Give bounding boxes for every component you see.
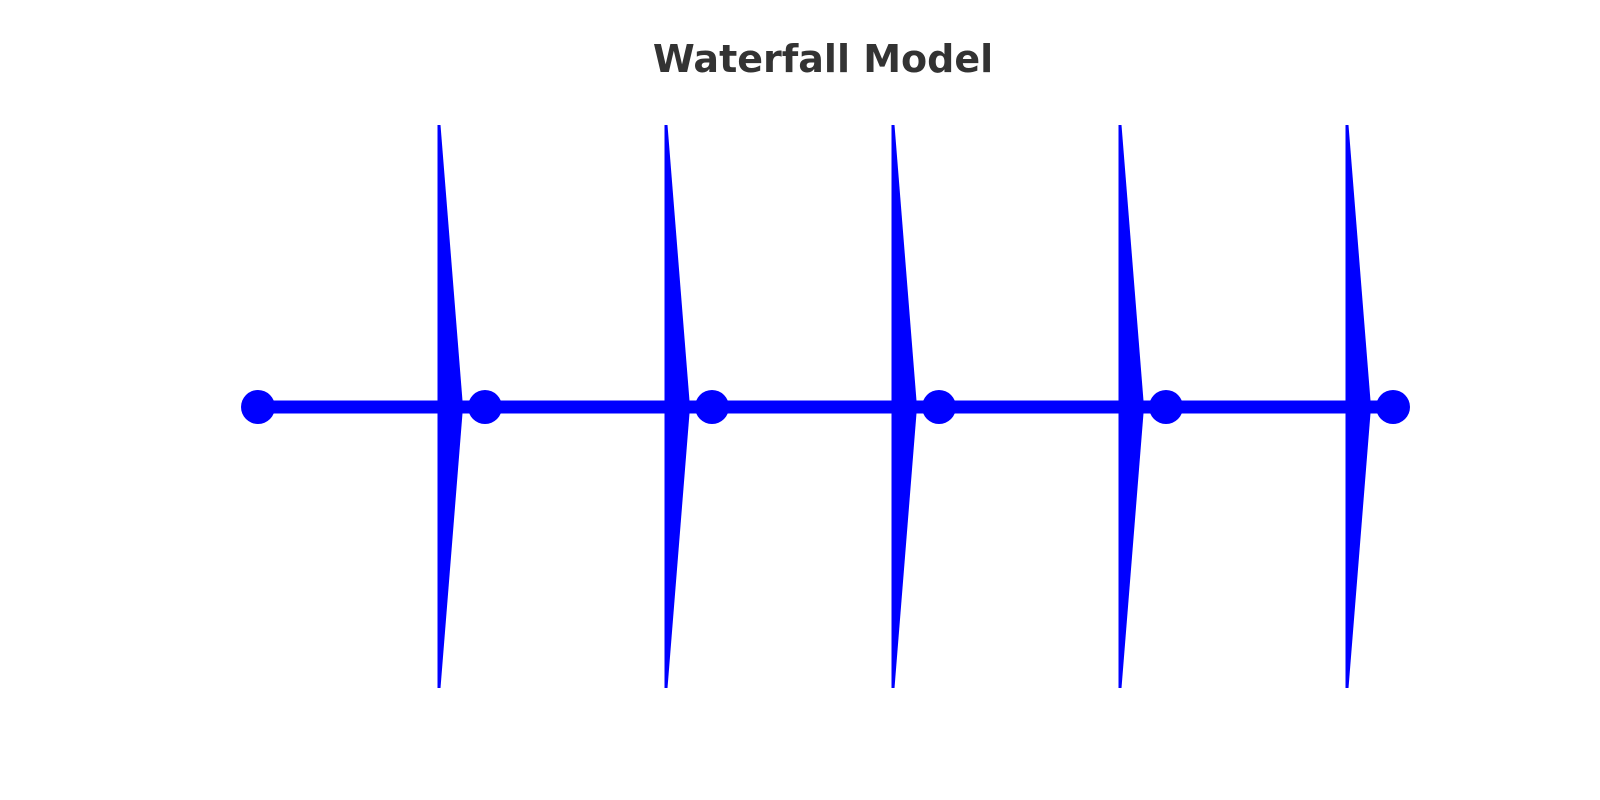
diagram-title: Waterfall Model (652, 37, 994, 81)
stage-spike-arrow (891, 125, 917, 688)
stage-node (1376, 390, 1410, 424)
stage-node (695, 390, 729, 424)
stage-node (1149, 390, 1183, 424)
stage-spike-arrow (664, 125, 690, 688)
stage-node (922, 390, 956, 424)
stage-spike-arrow (437, 125, 463, 688)
stage-spike-arrow (1118, 125, 1144, 688)
stage-node (241, 390, 275, 424)
stage-spike-arrow (1345, 125, 1371, 688)
stage-node (468, 390, 502, 424)
